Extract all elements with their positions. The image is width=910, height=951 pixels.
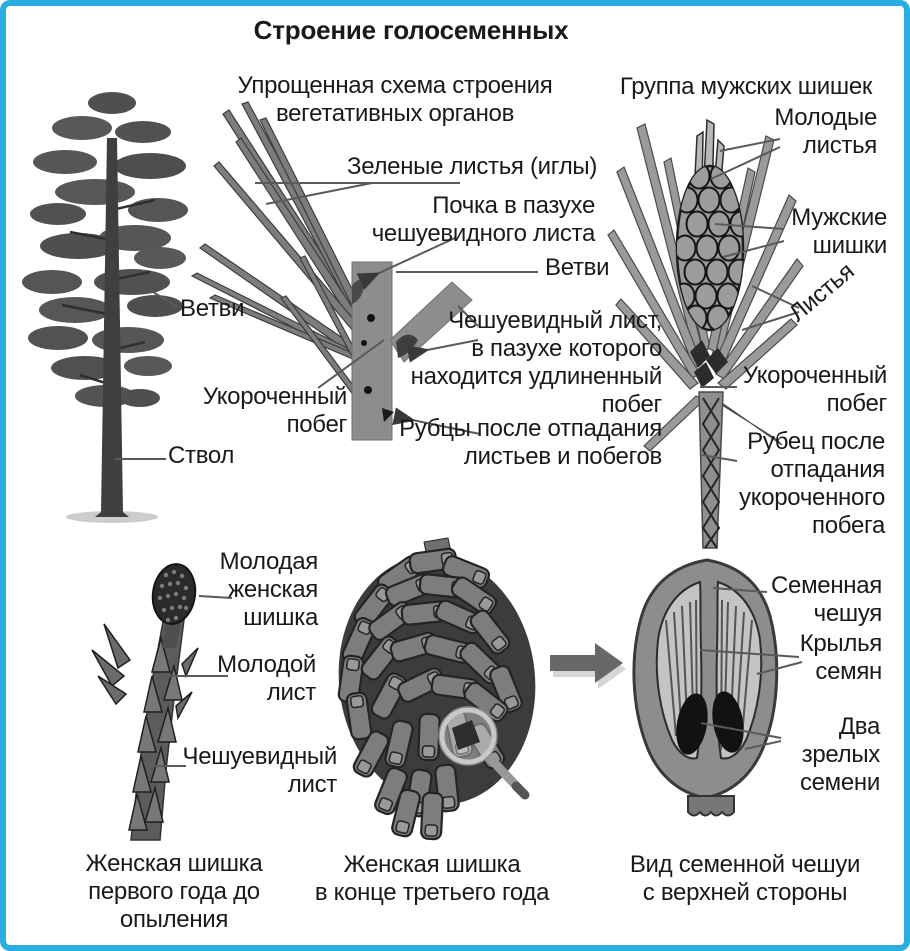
label-short-shoot-right: Укороченный побег xyxy=(742,362,887,417)
arrow-right-icon xyxy=(550,643,626,689)
seed-scale-illustration xyxy=(632,558,779,817)
label-scale-leaf-bottom: Чешуевидный лист xyxy=(182,743,338,798)
label-young-leaf: Молодой лист xyxy=(217,651,316,706)
caption-third-year-cone: Женская шишка в конце третьего года xyxy=(314,851,550,906)
label-tree-branches: Ветви xyxy=(180,295,245,322)
magnifier-icon xyxy=(438,706,530,800)
page-title: Строение голосеменных xyxy=(253,15,569,45)
label-tree-trunk: Ствол xyxy=(168,442,235,469)
caption-first-year-cone: Женская шишка первого года до опыления xyxy=(85,850,263,933)
label-two-ripe-seeds: Два зрелых семени xyxy=(799,713,880,796)
pine-tree-illustration xyxy=(22,92,188,523)
label-male-cones: Мужские шишки xyxy=(791,204,887,259)
label-seed-wings: Крылья семян xyxy=(799,630,883,685)
label-young-female-cone: Молодая женская шишка xyxy=(219,548,319,631)
male-cones-illustration xyxy=(607,118,804,549)
leader-lines xyxy=(115,138,803,767)
label-short-shoot-left: Укороченный побег xyxy=(202,383,347,438)
label-short-shoot-scar: Рубец после отпадания укороченного побег… xyxy=(739,428,885,539)
label-scale-leaf: Чешуевидный лист, в пазухе которого нахо… xyxy=(410,307,663,418)
label-young-leaves: Молодые листья xyxy=(774,104,877,159)
label-leaf-scars: Рубцы после отпадания листьев и побегов xyxy=(399,415,662,470)
label-green-needles: Зеленые листья (иглы) xyxy=(347,153,598,180)
male-cones-heading: Группа мужских шишек xyxy=(619,73,873,100)
scheme-heading: Упрощенная схема строения вегетативных о… xyxy=(237,72,553,127)
label-scheme-branches: Ветви xyxy=(545,254,610,281)
label-bud-in-axil: Почка в пазухе чешуевидного листа xyxy=(371,192,596,247)
label-seed-scale: Семенная чешуя xyxy=(771,572,882,627)
caption-seed-scale-view: Вид семенной чешуи с верхней стороны xyxy=(629,851,861,906)
vegetative-scheme-illustration xyxy=(190,101,473,441)
mature-female-cone-illustration xyxy=(337,537,536,841)
